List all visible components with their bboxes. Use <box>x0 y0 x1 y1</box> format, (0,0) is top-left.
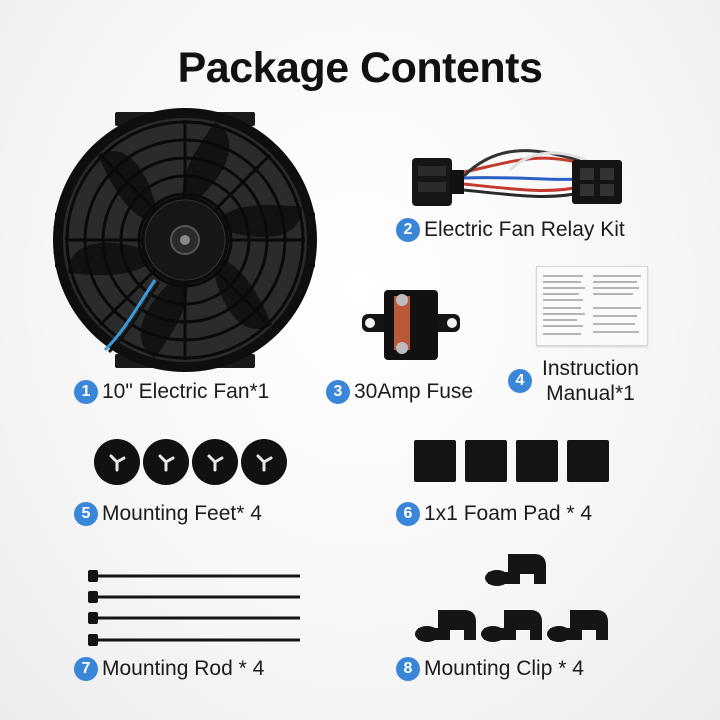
badge-4: 4 <box>508 369 532 393</box>
badge-6: 6 <box>396 502 420 526</box>
item-4-text-line2: Manual*1 <box>546 382 635 405</box>
item-8-label: 8 Mounting Clip * 4 <box>396 657 584 681</box>
item-5-text: Mounting Feet* 4 <box>102 502 262 525</box>
item-1-text: 10" Electric Fan*1 <box>102 380 270 403</box>
item-6-text: 1x1 Foam Pad * 4 <box>424 502 593 525</box>
badge-1: 1 <box>74 380 98 404</box>
item-2-label: 2 Electric Fan Relay Kit <box>396 218 625 242</box>
item-7-label: 7 Mounting Rod * 4 <box>74 657 264 681</box>
item-7-text: Mounting Rod * 4 <box>102 657 265 680</box>
item-8-text: Mounting Clip * 4 <box>424 657 584 680</box>
item-4-label: 4 Instruction Manual*1 <box>508 356 639 406</box>
badge-5: 5 <box>74 502 98 526</box>
instruction-manual-icon <box>536 266 648 346</box>
badge-8: 8 <box>396 657 420 681</box>
item-3-text: 30Amp Fuse <box>354 380 474 403</box>
item-5-label: 5 Mounting Feet* 4 <box>74 502 262 526</box>
badge-7: 7 <box>74 657 98 681</box>
item-3-label: 3 30Amp Fuse <box>326 380 473 404</box>
badge-3: 3 <box>326 380 350 404</box>
item-4-text-line1: Instruction <box>542 357 639 380</box>
badge-2: 2 <box>396 218 420 242</box>
page-title: Package Contents <box>177 44 543 92</box>
item-1-label: 1 10" Electric Fan*1 <box>74 380 269 404</box>
item-2-text: Electric Fan Relay Kit <box>424 218 625 241</box>
item-6-label: 6 1x1 Foam Pad * 4 <box>396 502 592 526</box>
